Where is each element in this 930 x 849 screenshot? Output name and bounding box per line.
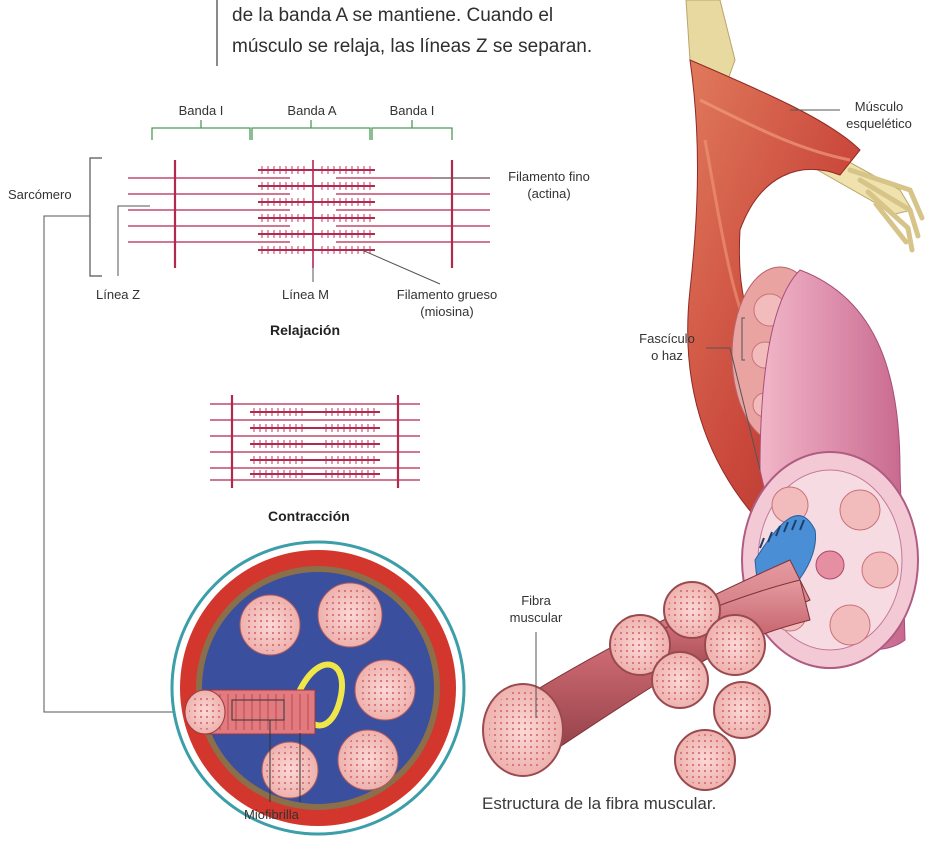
- filamento-grueso-text: Filamento grueso: [382, 286, 512, 303]
- linea-m-label: Línea M: [282, 286, 329, 303]
- sarcomere-bracket: [90, 158, 102, 276]
- thin-filaments: [128, 178, 490, 242]
- miofibrilla-label: Miofibrilla: [244, 806, 299, 823]
- contraccion-title: Contracción: [268, 508, 350, 524]
- sarcomere-contracted: [210, 395, 420, 488]
- filamento-fino-text: Filamento fino: [494, 168, 604, 185]
- musculo-esqueletico-label: Músculo esquelético: [836, 98, 922, 132]
- fibra-text: Fibra: [496, 592, 576, 609]
- filamento-grueso-label: Filamento grueso (miosina): [382, 286, 512, 320]
- linea-z-label: Línea Z: [96, 286, 140, 303]
- figure-caption: Estructura de la fibra muscular.: [482, 794, 716, 814]
- sarcomero-label: Sarcómero: [8, 186, 72, 203]
- relajacion-title: Relajación: [270, 322, 340, 338]
- band-brackets: [152, 120, 452, 140]
- banda-a-label: Banda A: [276, 102, 348, 119]
- fasciculo-label: Fascículo o haz: [628, 330, 706, 364]
- muscular-text: muscular: [496, 609, 576, 626]
- actina-text: (actina): [494, 185, 604, 202]
- filamento-fino-label: Filamento fino (actina): [494, 168, 604, 202]
- esqueletico-text: esquelético: [836, 115, 922, 132]
- miosina-text: (miosina): [382, 303, 512, 320]
- fasciculo-text: Fascículo: [628, 330, 706, 347]
- musculo-text: Músculo: [836, 98, 922, 115]
- banda-i-right-label: Banda I: [377, 102, 447, 119]
- banda-i-left-label: Banda I: [166, 102, 236, 119]
- o-haz-text: o haz: [628, 347, 706, 364]
- fiber-magnification: [172, 542, 464, 834]
- fibra-muscular-label: Fibra muscular: [496, 592, 576, 626]
